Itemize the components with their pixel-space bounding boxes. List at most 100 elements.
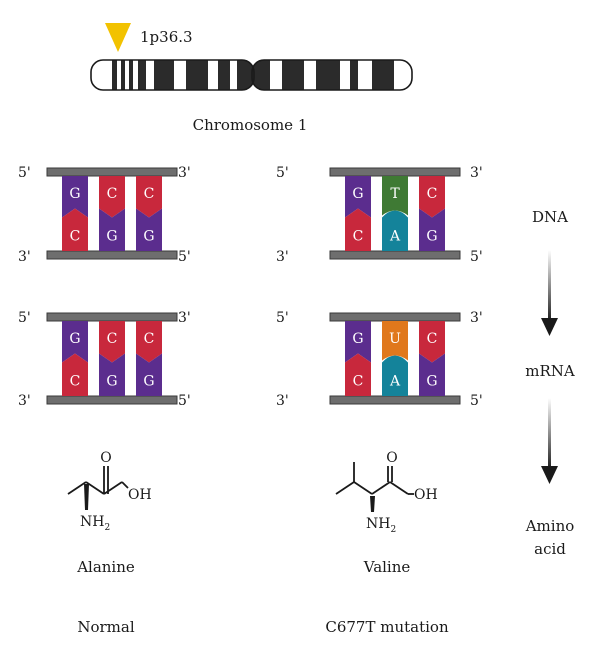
base-top: [136, 176, 162, 218]
chromosome-band: [138, 60, 146, 90]
backbone-rail: [46, 395, 178, 405]
alanine-amine: NH2: [80, 514, 110, 533]
end-label: 3': [470, 310, 483, 326]
base-letter: C: [427, 186, 438, 202]
base-top: [382, 176, 408, 216]
base-letter: G: [143, 228, 154, 244]
end-label: 3': [276, 249, 289, 265]
base-letter: C: [70, 228, 81, 244]
valine-name: Valine: [363, 558, 411, 576]
base-letter: G: [69, 331, 80, 347]
chromosome-band: [186, 60, 208, 90]
chromosome-band: [129, 60, 133, 90]
backbone-rail: [329, 250, 461, 260]
flow-mrna-label: mRNA: [525, 362, 575, 380]
base-top: [419, 321, 445, 363]
flow-arrow-icon: [541, 250, 558, 336]
base-bottom: [345, 353, 371, 396]
base-letter: G: [352, 331, 363, 347]
end-label: 3': [178, 165, 191, 181]
valine-structure: [335, 462, 414, 495]
valine-wedge-bond: [370, 496, 375, 512]
end-label: 5': [470, 249, 483, 265]
base-bottom: [345, 208, 371, 251]
chromosome-band: [316, 60, 340, 90]
alanine-structure: [67, 466, 129, 495]
end-label: 5': [276, 165, 289, 181]
chromosome-1: [90, 59, 413, 91]
base-bottom: [136, 208, 162, 251]
chromosome-marker: [105, 23, 131, 52]
base-letter: C: [107, 186, 118, 202]
base-bottom: [62, 208, 88, 251]
base-letter: U: [389, 331, 401, 347]
base-bottom: [382, 355, 408, 396]
base-top: [99, 321, 125, 363]
base-bottom: [99, 208, 125, 251]
base-letter: G: [426, 373, 437, 389]
base-top: [382, 321, 408, 361]
base-bottom: [136, 353, 162, 396]
flow-dna-label: DNA: [532, 208, 568, 226]
chromosome-band: [154, 60, 174, 90]
base-letter: C: [353, 373, 364, 389]
base-letter: C: [70, 373, 81, 389]
end-label: 3': [276, 393, 289, 409]
chromosome-band: [372, 60, 394, 90]
end-label: 5': [276, 310, 289, 326]
base-top: [345, 321, 371, 363]
base-letter: C: [144, 331, 155, 347]
end-label: 5': [178, 249, 191, 265]
base-bottom: [62, 353, 88, 396]
base-letter: G: [143, 373, 154, 389]
caption-mutation: C677T mutation: [325, 618, 449, 636]
valine-hydroxyl: OH: [414, 487, 438, 503]
base-top: [62, 321, 88, 363]
valine-amine: NH2: [366, 516, 396, 535]
normal-mrna-pair: G C C G C G: [46, 312, 178, 405]
base-letter: G: [106, 373, 117, 389]
chromosome-band: [282, 60, 304, 90]
base-letter: C: [107, 331, 118, 347]
end-label: 5': [178, 393, 191, 409]
base-letter: G: [106, 228, 117, 244]
base-letter: G: [426, 228, 437, 244]
chromosome-band: [350, 60, 358, 90]
base-bottom: [419, 208, 445, 251]
base-bottom: [382, 210, 408, 251]
alanine-hydroxyl: OH: [128, 487, 152, 503]
chromosome-locus-label: 1p36.3: [140, 28, 193, 46]
base-letter: G: [69, 186, 80, 202]
end-label: 3': [18, 249, 31, 265]
base-letter: C: [144, 186, 155, 202]
backbone-rail: [46, 250, 178, 260]
locus-marker-icon: [105, 23, 131, 52]
alanine-wedge-bond: [84, 484, 89, 510]
base-top: [62, 176, 88, 218]
base-top: [136, 321, 162, 363]
base-letter: A: [389, 373, 401, 389]
end-label: 3': [178, 310, 191, 326]
end-label: 3': [18, 393, 31, 409]
end-label: 3': [470, 165, 483, 181]
flow-amino-label: Amino: [525, 517, 575, 535]
backbone-rail: [46, 167, 178, 177]
alanine-oxygen: O: [100, 450, 111, 466]
alanine-name: Alanine: [76, 558, 135, 576]
end-label: 5': [470, 393, 483, 409]
base-bottom: [99, 353, 125, 396]
chromosome-band: [237, 60, 253, 90]
backbone-rail: [329, 167, 461, 177]
end-label: 5': [18, 165, 31, 181]
base-letter: T: [390, 186, 400, 202]
base-top: [99, 176, 125, 218]
chromosome-band: [218, 60, 230, 90]
backbone-rail: [46, 312, 178, 322]
flow-acid-label: acid: [534, 540, 566, 558]
backbone-rail: [329, 395, 461, 405]
base-bottom: [419, 353, 445, 396]
base-letter: A: [389, 228, 401, 244]
